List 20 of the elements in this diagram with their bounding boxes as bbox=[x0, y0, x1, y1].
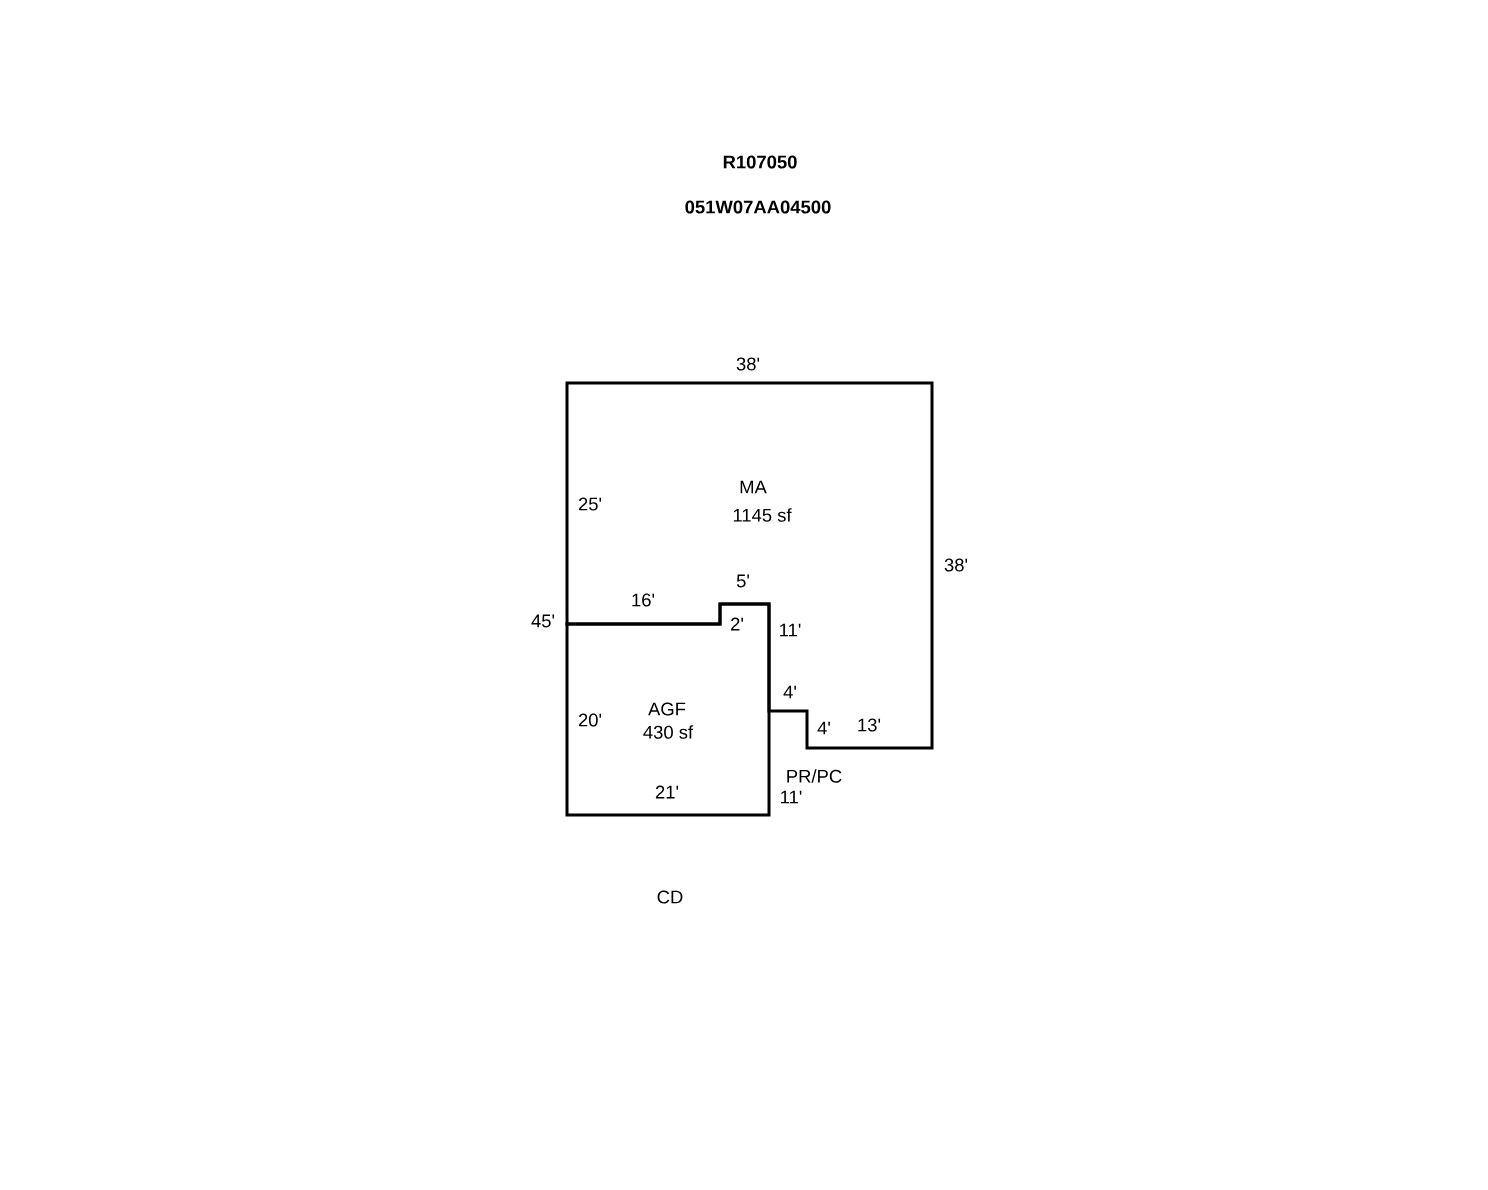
area-label: 1145 sf bbox=[733, 508, 792, 522]
dimension-label: 13' bbox=[858, 718, 881, 732]
area-label: CD bbox=[657, 890, 683, 904]
dimension-label: 4' bbox=[783, 685, 796, 699]
parcel-number: 051W07AA04500 bbox=[685, 200, 831, 214]
dimension-label: 4' bbox=[817, 721, 830, 735]
sketch-title: R107050 bbox=[723, 155, 797, 169]
dimension-label: 2' bbox=[731, 617, 743, 631]
dimension-label: 16' bbox=[632, 593, 655, 607]
dimension-label: 21' bbox=[655, 785, 679, 799]
dimension-label: 20' bbox=[578, 713, 602, 727]
dimension-label: 25' bbox=[578, 497, 602, 511]
dimension-label: 11' bbox=[781, 790, 802, 804]
area-label: AGF bbox=[648, 702, 686, 716]
dimension-label: 11' bbox=[780, 623, 801, 637]
dimension-label: 45' bbox=[531, 614, 555, 628]
area-label: PR/PC bbox=[787, 769, 842, 783]
area-label: MA bbox=[740, 480, 767, 494]
area-label: 430 sf bbox=[643, 725, 694, 739]
dimension-label: 5' bbox=[736, 574, 749, 588]
